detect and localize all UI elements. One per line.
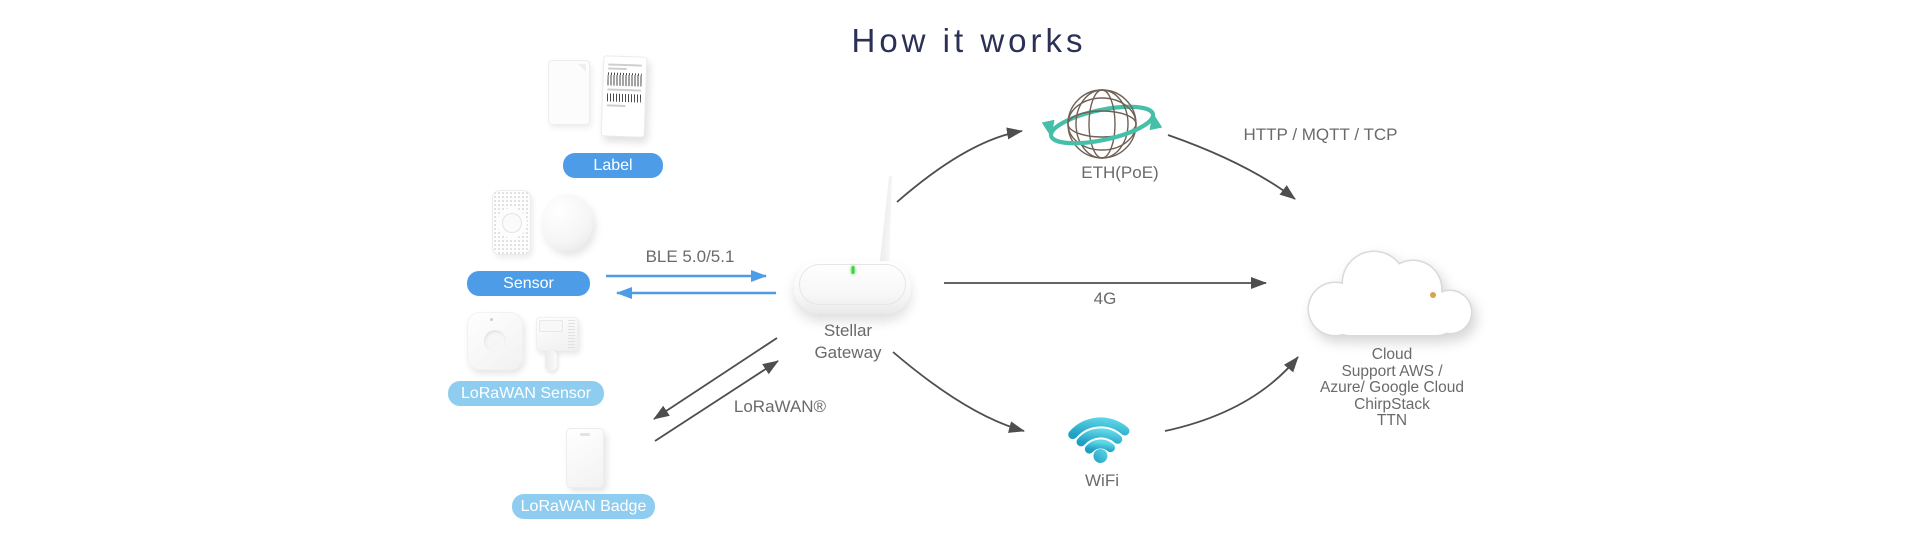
tag-text-line bbox=[607, 88, 642, 92]
cloud-label-line: ChirpStack bbox=[1354, 395, 1430, 413]
lorawan-badge-badge: LoRaWAN Badge bbox=[512, 494, 655, 519]
location-person-glyph bbox=[1422, 287, 1444, 316]
ble-edge-label: BLE 5.0/5.1 bbox=[645, 247, 735, 266]
esl-card-image bbox=[548, 60, 590, 125]
gateway-top-ring bbox=[799, 264, 906, 305]
cloud-fill bbox=[1309, 252, 1471, 335]
protocols-edge-label: HTTP / MQTT / TCP bbox=[1243, 125, 1398, 144]
gateway-label-line1: Stellar bbox=[823, 321, 873, 340]
swoosh-back-arc bbox=[1041, 104, 1155, 138]
swoosh-front-arc bbox=[1049, 112, 1163, 146]
cloud-label-line: Support AWS / bbox=[1341, 362, 1443, 380]
cellular-edge-label: 4G bbox=[1093, 289, 1117, 308]
gateway-antenna bbox=[878, 176, 897, 271]
gateway-label-line2: Gateway bbox=[814, 343, 882, 363]
tag-text-line bbox=[607, 67, 627, 71]
wifi-dot bbox=[1093, 448, 1108, 463]
tag-barcode bbox=[607, 72, 642, 87]
wifi-label: WiFi bbox=[1085, 471, 1119, 490]
dashboard-glyph bbox=[1374, 287, 1402, 312]
eth-label: ETH(PoE) bbox=[1081, 163, 1159, 182]
lorawan-sensor-probe-image bbox=[536, 317, 578, 371]
label-badge: Label bbox=[563, 153, 663, 178]
gateway-image bbox=[794, 261, 911, 314]
tag-barcode bbox=[606, 93, 642, 103]
cloud-label-line: Azure/ Google Cloud bbox=[1320, 379, 1464, 396]
globe-icon bbox=[1041, 89, 1163, 159]
globe-wireframe bbox=[1067, 89, 1137, 159]
gateway-label: Stellar Gateway bbox=[788, 320, 908, 364]
wifi-icon bbox=[1068, 417, 1130, 463]
arrow-gateway-to-wifi bbox=[892, 351, 1025, 433]
tag-text-line bbox=[606, 104, 626, 108]
sensor-rect-image bbox=[492, 190, 531, 255]
probe-screen bbox=[539, 320, 563, 332]
page-title: How it works bbox=[851, 22, 1087, 59]
probe-grille bbox=[568, 320, 575, 348]
gateway-led bbox=[851, 266, 854, 274]
lorawan-sensor-badge: LoRaWAN Sensor bbox=[448, 381, 604, 406]
lorawan-badge-device-image bbox=[566, 428, 604, 488]
esl-tag-image bbox=[600, 55, 648, 138]
probe-tube bbox=[545, 350, 557, 371]
mini-cloud-glyph bbox=[1330, 294, 1355, 311]
cloud-label-line: Cloud bbox=[1371, 346, 1413, 363]
cloud-label: Cloud Support AWS / Azure/ Google Cloud … bbox=[1284, 346, 1500, 430]
arrow-gateway-to-eth bbox=[896, 127, 1023, 203]
tag-text-line bbox=[608, 63, 643, 67]
lorawan-edge-label: LoRaWAN® bbox=[733, 397, 827, 416]
wifi-arcs bbox=[1068, 417, 1130, 454]
sensor-badge: Sensor bbox=[467, 271, 590, 296]
lorawan-sensor-square-image bbox=[467, 312, 523, 370]
arrow-wifi-to-cloud bbox=[1164, 356, 1299, 432]
cloud-icon bbox=[1307, 250, 1473, 337]
sensor-puck-image bbox=[541, 194, 593, 251]
cloud-label-line: TTN bbox=[1376, 412, 1408, 429]
